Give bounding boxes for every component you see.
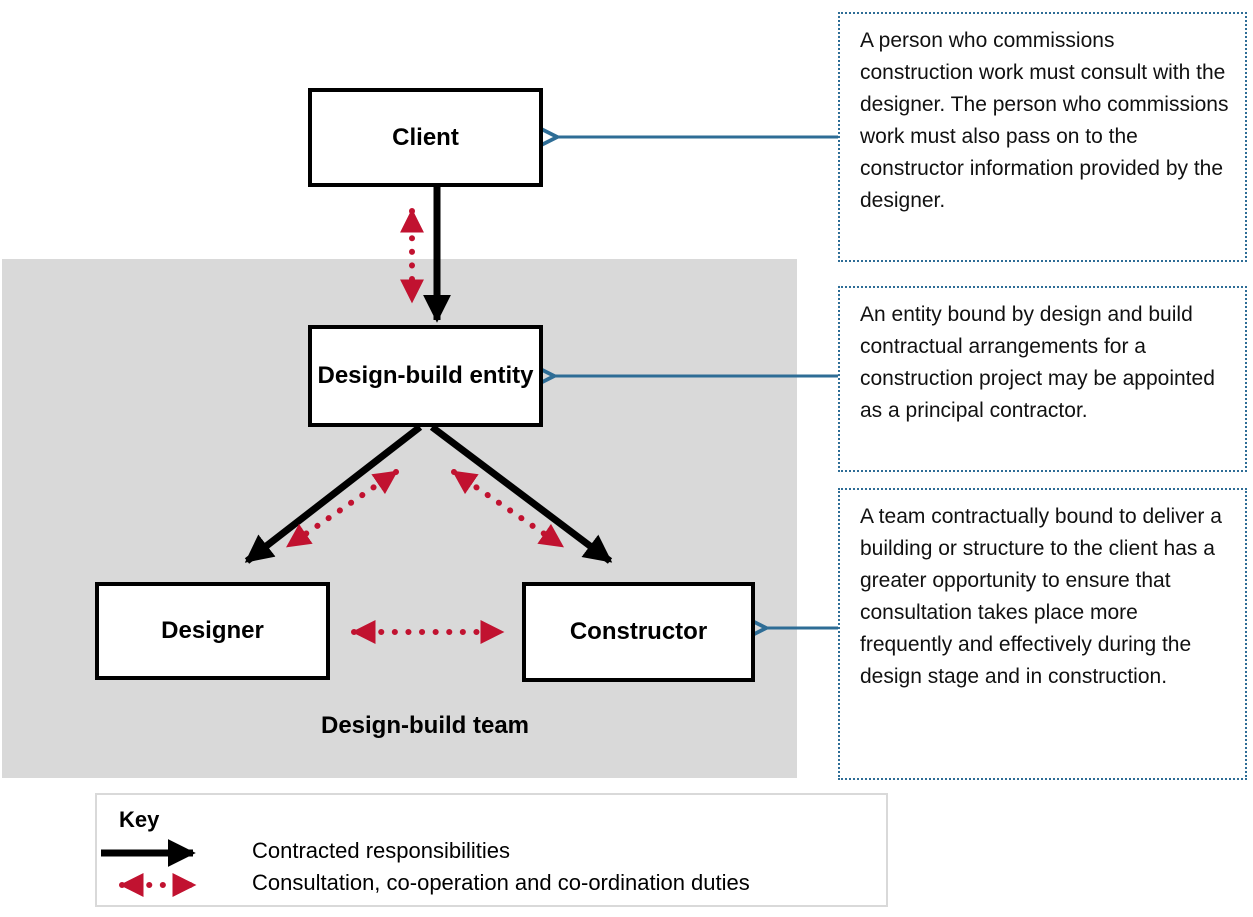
node-client-label: Client [392, 123, 459, 151]
key-legend: Key Contracted responsibilities Consulta… [95, 793, 888, 907]
key-dotted-arrow-sample [119, 873, 197, 897]
annotation-design-build-entity: An entity bound by design and build cont… [838, 286, 1247, 472]
key-solid-arrow-sample [101, 839, 196, 867]
annotation-constructor-text: A team contractually bound to deliver a … [860, 505, 1222, 688]
annotation-client: A person who commissions construction wo… [838, 12, 1247, 262]
annotation-client-text: A person who commissions construction wo… [860, 29, 1229, 212]
node-constructor: Constructor [522, 582, 755, 682]
node-client: Client [308, 88, 543, 187]
node-constructor-label: Constructor [569, 618, 708, 645]
key-item-consultation-label: Consultation, co-operation and co-ordina… [252, 870, 750, 895]
node-design-build-entity: Design-build entity [308, 325, 543, 427]
key-title: Key [119, 807, 160, 832]
annotation-constructor: A team contractually bound to deliver a … [838, 488, 1247, 780]
node-designer: Designer [95, 582, 330, 680]
design-build-team-label: Design-build team [320, 712, 530, 739]
key-item-contracted-label: Contracted responsibilities [252, 838, 511, 863]
annotation-design-build-entity-text: An entity bound by design and build cont… [860, 303, 1215, 422]
node-design-build-entity-label: Design-build entity [317, 362, 534, 389]
node-designer-label: Designer [161, 617, 264, 644]
